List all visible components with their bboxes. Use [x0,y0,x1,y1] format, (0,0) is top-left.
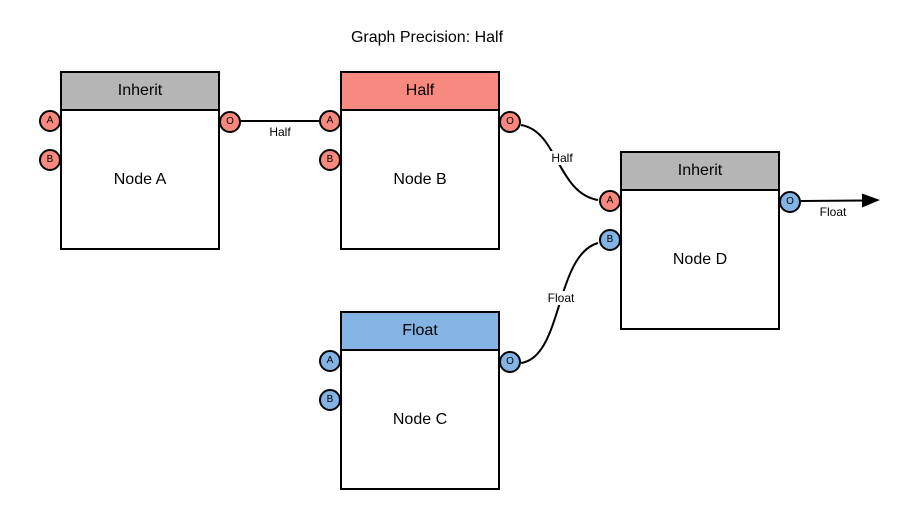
node-a-port-a[interactable]: A [39,110,61,132]
node-b[interactable]: Half Node B [340,71,500,250]
node-c-port-o[interactable]: O [499,351,521,373]
node-b-port-o[interactable]: O [499,111,521,133]
node-d-port-a[interactable]: A [599,190,621,212]
node-d-label: Node D [672,250,728,268]
node-a-header: Inherit [62,73,218,111]
edge-label-d-output: Float [816,205,850,219]
node-a-label: Node A [113,170,167,188]
node-d-port-b[interactable]: B [599,229,621,251]
edge-nodec-to-noded [520,242,599,364]
node-b-port-b[interactable]: B [319,149,341,171]
edge-label-b-to-d: Half [548,151,576,165]
node-a-port-b[interactable]: B [39,149,61,171]
output-arrowhead-icon [862,193,880,208]
node-b-port-a[interactable]: A [319,110,341,132]
node-d-header: Inherit [622,153,778,191]
node-d-port-o[interactable]: O [779,191,801,213]
node-b-header: Half [342,73,498,111]
node-c-label: Node C [392,410,448,428]
edge-label-c-to-d: Float [544,291,578,305]
node-c-port-b[interactable]: B [319,389,341,411]
node-c-port-a[interactable]: A [319,350,341,372]
edge-label-a-to-b: Half [266,125,294,139]
edge-noded-to-output [800,199,864,202]
node-a[interactable]: Inherit Node A [60,71,220,250]
node-c[interactable]: Float Node C [340,311,500,490]
node-b-label: Node B [393,170,447,188]
node-d[interactable]: Inherit Node D [620,151,780,330]
node-a-port-o[interactable]: O [219,111,241,133]
diagram-title: Graph Precision: Half [350,29,504,46]
node-c-header: Float [342,313,498,351]
